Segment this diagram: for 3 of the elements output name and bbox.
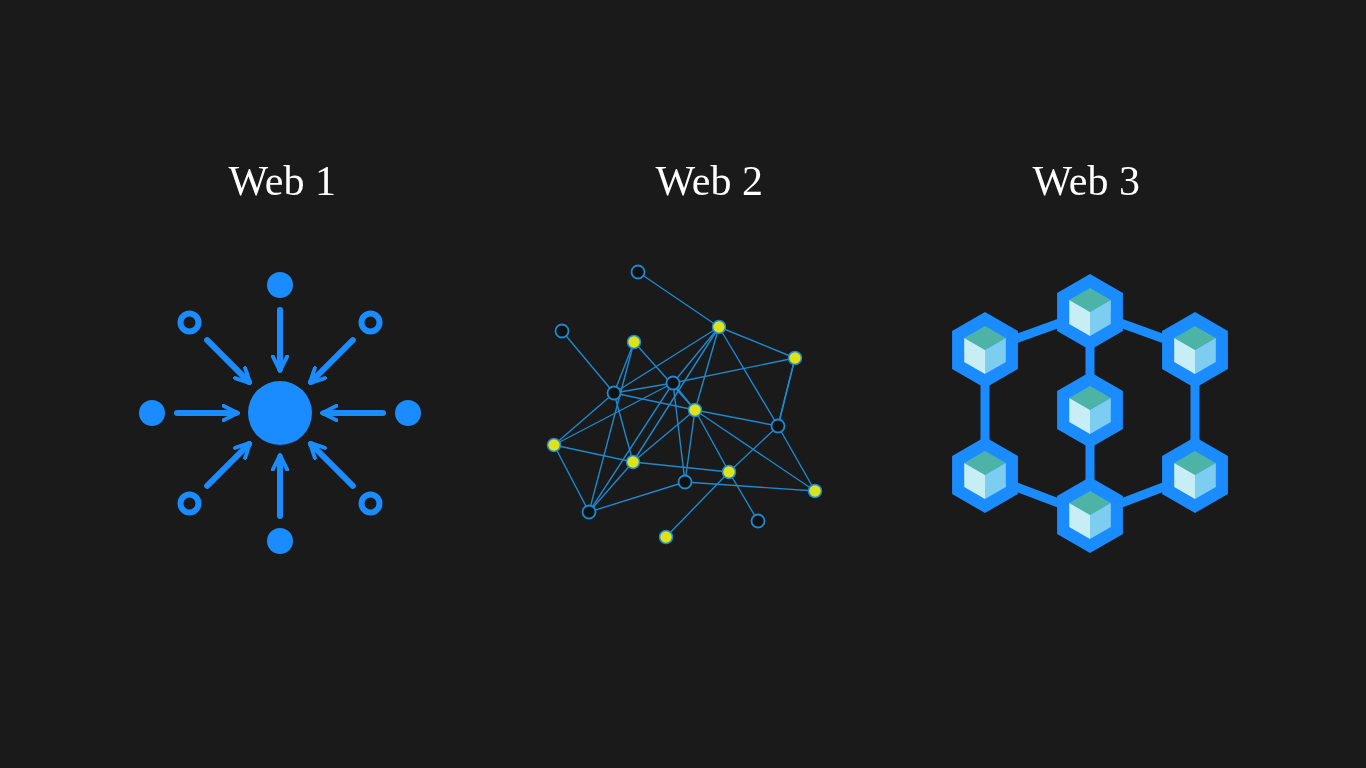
- section-heading: Web 3: [1032, 157, 1140, 206]
- section-heading: Web 2: [655, 157, 763, 206]
- section-heading: Web 1: [228, 157, 336, 206]
